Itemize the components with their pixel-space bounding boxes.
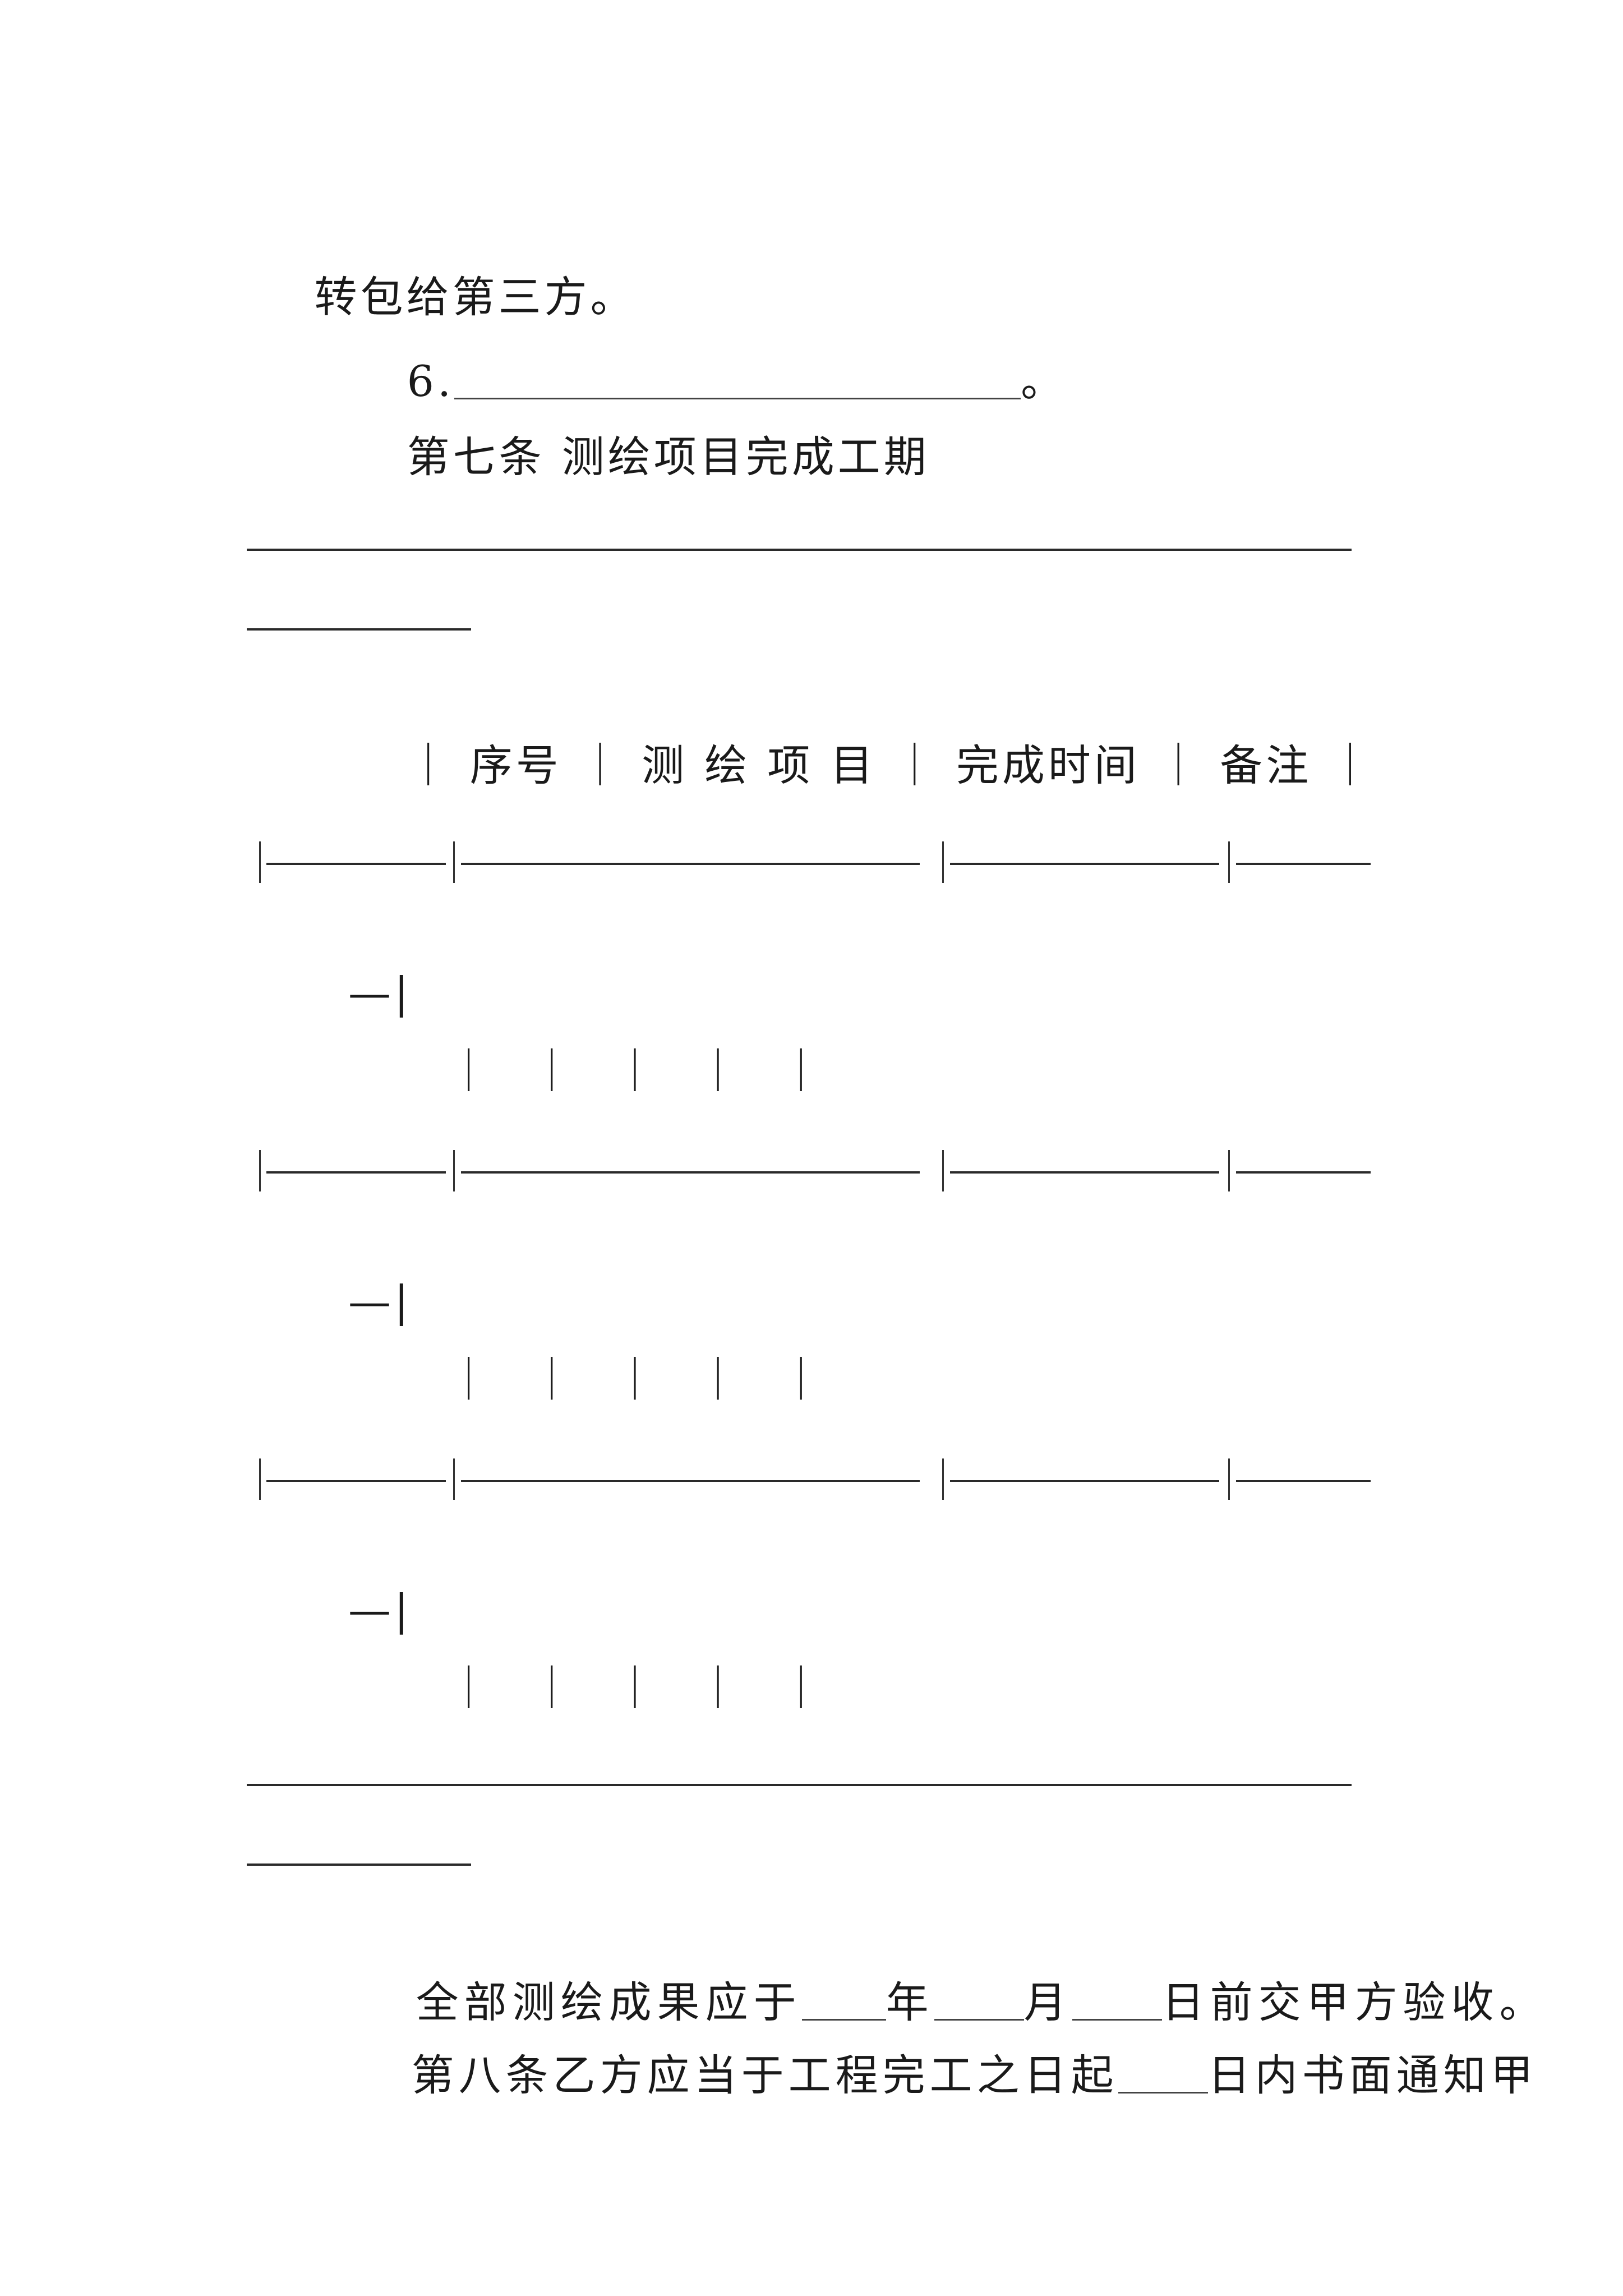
divider-end: —| bbox=[247, 1217, 412, 1386]
table-header-text: ｜ 序号 ｜ 测 绘 项 目 ｜ 完成时间 ｜ 备注 ｜ bbox=[407, 740, 1375, 790]
divider-seg bbox=[461, 863, 920, 865]
divider-bar bbox=[942, 841, 944, 883]
table-bottom-rule-cont bbox=[247, 1864, 471, 1866]
table-empty-row-text: ｜ ｜ ｜ ｜ ｜ bbox=[447, 1355, 836, 1405]
continuation-line: 转包给第三方。 bbox=[247, 213, 637, 381]
divider-seg bbox=[950, 863, 1219, 865]
divider-seg bbox=[461, 1480, 920, 1482]
completion-year-label: 年 bbox=[886, 1977, 934, 2027]
article-7-title: 第七条 测绘项目完成工期 bbox=[339, 373, 930, 541]
item-6-number: 6. bbox=[407, 356, 455, 406]
divider-bar bbox=[942, 1150, 944, 1191]
article-7-title-text: 第七条 测绘项目完成工期 bbox=[407, 432, 930, 482]
divider-bar bbox=[453, 841, 455, 883]
article-8: 第八条乙方应当于工程完工之日起 日内书面通知甲 bbox=[339, 1991, 1538, 2160]
divider-seg bbox=[266, 1171, 446, 1174]
divider-bar bbox=[453, 1150, 455, 1191]
table-empty-row-text: ｜ ｜ ｜ ｜ ｜ bbox=[447, 1046, 836, 1096]
divider-bar bbox=[259, 841, 261, 883]
divider-bar bbox=[259, 1458, 261, 1500]
divider-seg bbox=[461, 1171, 920, 1174]
divider-end: —| bbox=[247, 909, 412, 1077]
completion-deadline: 全部测绘成果应于 年 月 日前交甲方验收。 bbox=[339, 1918, 1548, 2087]
article-8-days-blank bbox=[1118, 2053, 1208, 2093]
table-empty-row-1: ｜ ｜ ｜ ｜ ｜ bbox=[339, 987, 836, 1156]
year-blank bbox=[801, 1980, 886, 2021]
day-blank bbox=[1072, 1980, 1162, 2021]
divider-seg bbox=[1236, 1480, 1371, 1482]
divider-seg bbox=[950, 1171, 1219, 1174]
table-empty-row-2: ｜ ｜ ｜ ｜ ｜ bbox=[339, 1296, 836, 1464]
divider-seg bbox=[1236, 863, 1371, 865]
divider-bar bbox=[1228, 1150, 1230, 1191]
article-8-text-2: 日内书面通知甲 bbox=[1207, 2050, 1538, 2100]
item-6-end: 。 bbox=[1021, 356, 1067, 406]
divider-end: —| bbox=[247, 1526, 412, 1694]
table-bottom-rule bbox=[247, 1784, 1352, 1786]
completion-month-label: 月 bbox=[1023, 1977, 1072, 2027]
divider-bar bbox=[1228, 841, 1230, 883]
article-8-text-1: 第八条乙方应当于工程完工之日起 bbox=[411, 2050, 1118, 2100]
table-empty-row-text: ｜ ｜ ｜ ｜ ｜ bbox=[447, 1663, 836, 1713]
table-header-row: ｜ 序号 ｜ 测 绘 项 目 ｜ 完成时间 ｜ 备注 ｜ bbox=[339, 682, 1375, 850]
divider-end-text: —| bbox=[348, 1585, 412, 1635]
divider-bar bbox=[1228, 1458, 1230, 1500]
divider-end-text: —| bbox=[348, 968, 412, 1018]
divider-seg bbox=[266, 1480, 446, 1482]
item-6-blank bbox=[454, 358, 1021, 399]
divider-seg bbox=[266, 863, 446, 865]
divider-bar bbox=[453, 1458, 455, 1500]
continuation-text: 转包给第三方。 bbox=[314, 272, 637, 322]
divider-bar bbox=[942, 1458, 944, 1500]
divider-seg bbox=[1236, 1171, 1371, 1174]
completion-text-2: 日前交甲方验收。 bbox=[1161, 1977, 1548, 2027]
table-top-rule-cont bbox=[247, 628, 471, 631]
item-6: 6. 。 bbox=[339, 297, 1067, 466]
completion-text-1: 全部测绘成果应于 bbox=[416, 1977, 802, 2027]
table-empty-row-3: ｜ ｜ ｜ ｜ ｜ bbox=[339, 1604, 836, 1773]
divider-bar bbox=[259, 1150, 261, 1191]
table-top-rule bbox=[247, 549, 1352, 551]
divider-end-text: —| bbox=[348, 1276, 412, 1326]
month-blank bbox=[934, 1980, 1024, 2021]
divider-seg bbox=[950, 1480, 1219, 1482]
